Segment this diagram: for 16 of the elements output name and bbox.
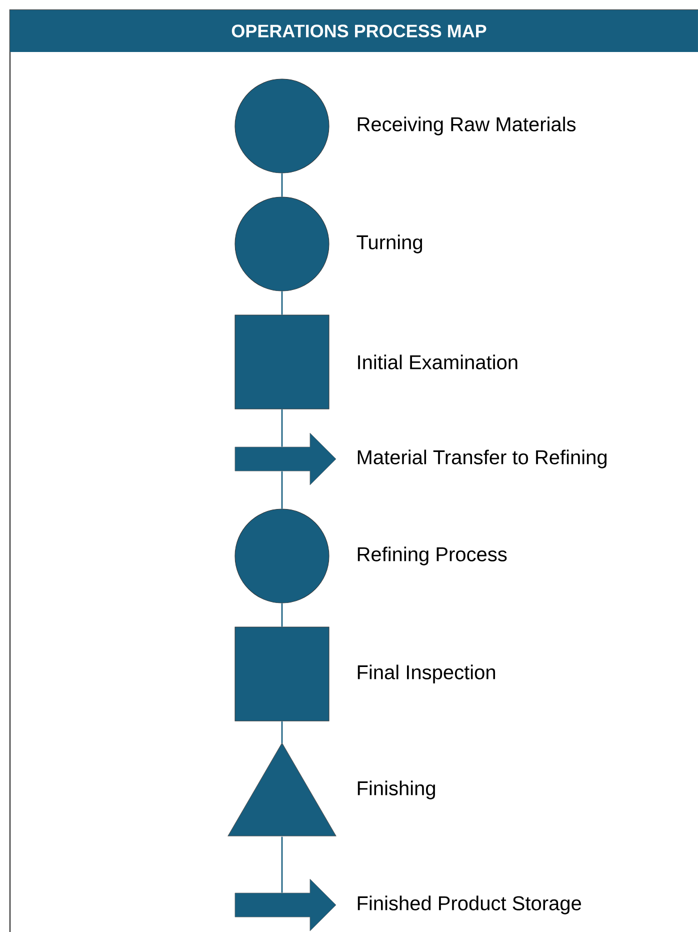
connector-line xyxy=(281,409,283,447)
process-label: Turning xyxy=(356,234,422,254)
connector-line xyxy=(281,603,283,627)
process-label: Refining Process xyxy=(358,546,507,566)
process-label: Finishing xyxy=(358,780,435,800)
connector-line xyxy=(281,173,283,197)
title-bar: OPERATIONS PROCESS MAP xyxy=(10,10,698,52)
process-label: Initial Examination xyxy=(358,354,518,370)
connector-line xyxy=(281,471,283,509)
process-label: Final Inspection xyxy=(358,664,496,684)
connector-line xyxy=(281,291,283,315)
process-label: Finished Product Storage xyxy=(358,896,581,914)
connector-line xyxy=(281,721,283,744)
connector-line xyxy=(281,836,283,893)
process-label: Receiving Raw Materials xyxy=(358,116,576,136)
process-label: Material Transfer to Refining xyxy=(358,450,606,468)
